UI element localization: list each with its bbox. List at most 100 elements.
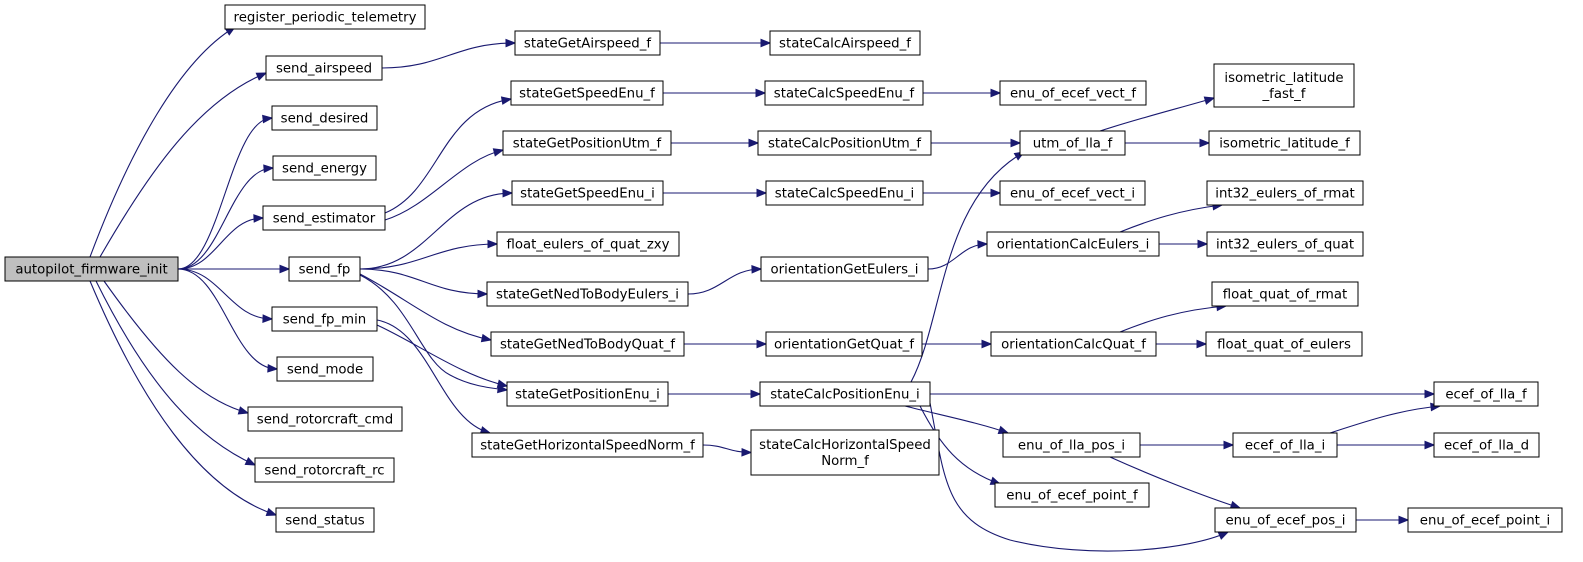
node-box [750,429,940,476]
node-label: stateGetNedToBodyQuat_f [500,338,675,353]
function-node-ecef_of_lla_i[interactable]: ecef_of_lla_i [1232,432,1338,458]
function-node-autopilot_firmware_init[interactable]: autopilot_firmware_init [4,256,179,282]
call-edge-send_fp-to-float_eulers_of_quat_zxy [359,243,498,270]
function-node-int32_eulers_of_quat[interactable]: int32_eulers_of_quat [1206,231,1364,257]
arrowhead-send_fp_min-to-stateGetPositionEnu_i [496,379,509,388]
function-node-send_energy[interactable]: send_energy [272,155,377,181]
node-label: enu_of_ecef_point_f [1006,489,1138,504]
node-label: send_fp [299,263,351,278]
function-node-send_desired[interactable]: send_desired [271,105,378,131]
function-node-float_quat_of_rmat[interactable]: float_quat_of_rmat [1211,281,1359,307]
function-node-stateCalcSpeedEnu_i[interactable]: stateCalcSpeedEnu_i [765,180,924,206]
function-node-isometric_latitude_fast_f[interactable]: isometric_latitude_fast_f [1213,63,1355,108]
function-node-send_rotorcraft_cmd[interactable]: send_rotorcraft_cmd [247,406,403,432]
node-label: ecef_of_lla_i [1245,439,1325,454]
node-label: stateGetSpeedEnu_i [520,187,655,202]
function-node-enu_of_lla_pos_i[interactable]: enu_of_lla_pos_i [1002,432,1141,458]
function-node-utm_of_lla_f[interactable]: utm_of_lla_f [1019,130,1126,156]
arrowhead-stateCalcPositionEnu_i-to-ecef_of_lla_f [1424,389,1436,399]
node-label: int32_eulers_of_quat [1216,238,1354,253]
function-node-isometric_latitude_f[interactable]: isometric_latitude_f [1208,130,1361,156]
function-node-stateGetAirspeed_f[interactable]: stateGetAirspeed_f [514,30,661,56]
function-node-send_rotorcraft_rc[interactable]: send_rotorcraft_rc [254,457,395,483]
node-box [224,4,426,30]
function-node-send_fp[interactable]: send_fp [288,256,361,282]
arrowhead-ecef_of_lla_i-to-ecef_of_lla_d [1424,440,1436,450]
node-label: stateCalcSpeedEnu_f [774,87,915,102]
node-box [1206,180,1364,206]
call-edge-send_fp-to-stateGetNedToBodyQuat_f [359,273,492,341]
call-edge-send_fp-to-stateGetPositionEnu_i [359,274,508,391]
node-label: stateGetPositionUtm_f [513,137,662,152]
node-box [271,105,378,131]
call-edge-enu_of_lla_pos_i-to-enu_of_ecef_pos_i [1109,456,1241,509]
function-node-stateGetSpeedEnu_i[interactable]: stateGetSpeedEnu_i [511,180,664,206]
node-label: autopilot_firmware_init [15,263,167,278]
call-edge-utm_of_lla_f-to-isometric_latitude_fast_f [1099,97,1215,132]
function-node-stateCalcPositionEnu_i[interactable]: stateCalcPositionEnu_i [759,381,931,407]
function-node-enu_of_ecef_pos_i[interactable]: enu_of_ecef_pos_i [1214,507,1357,533]
function-node-enu_of_ecef_vect_f[interactable]: enu_of_ecef_vect_f [999,80,1147,106]
function-node-register_periodic_telemetry[interactable]: register_periodic_telemetry [224,4,426,30]
node-label: send_fp_min [283,313,366,328]
node-label: stateGetPositionEnu_i [515,388,660,403]
arrowhead-utm_of_lla_f-to-isometric_latitude_f [1199,138,1211,148]
function-node-int32_eulers_of_rmat[interactable]: int32_eulers_of_rmat [1206,180,1364,206]
call-edge-send_estimator-to-stateGetPositionUtm_f [384,149,504,221]
arrowhead-stateGetPositionEnu_i-to-stateCalcPositionEnu_i [750,389,762,399]
function-node-stateGetNedToBodyQuat_f[interactable]: stateGetNedToBodyQuat_f [490,331,685,357]
function-node-stateGetPositionUtm_f[interactable]: stateGetPositionUtm_f [502,130,672,156]
function-node-stateCalcSpeedEnu_f[interactable]: stateCalcSpeedEnu_f [764,80,924,106]
node-label: send_desired [281,112,369,127]
function-node-ecef_of_lla_f[interactable]: ecef_of_lla_f [1433,381,1539,407]
function-node-stateGetPositionEnu_i[interactable]: stateGetPositionEnu_i [506,381,669,407]
function-node-send_airspeed[interactable]: send_airspeed [265,55,383,81]
arrowhead-enu_of_ecef_pos_i-to-enu_of_ecef_point_i [1398,515,1410,525]
call-edge-autopilot_firmware_init-to-send_airspeed [99,72,267,258]
call-edge-autopilot_firmware_init-to-send_estimator [177,217,264,270]
node-box [254,457,395,483]
call-edge-autopilot_firmware_init-to-send_rotorcraft_rc [95,280,256,466]
function-node-orientationGetEulers_i[interactable]: orientationGetEulers_i [760,256,929,282]
call-edge-orientationCalcQuat_f-to-float_quat_of_rmat [1119,305,1227,333]
function-node-stateGetHorizontalSpeedNorm_f[interactable]: stateGetHorizontalSpeedNorm_f [471,432,704,458]
call-edge-send_fp_min-to-stateGetPositionEnu_i [376,324,508,387]
function-node-enu_of_ecef_vect_i[interactable]: enu_of_ecef_vect_i [999,180,1146,206]
function-node-ecef_of_lla_d[interactable]: ecef_of_lla_d [1433,432,1540,458]
node-label: isometric_latitude [1224,71,1343,86]
function-node-float_eulers_of_quat_zxy[interactable]: float_eulers_of_quat_zxy [496,231,680,257]
function-nodes: autopilot_firmware_init register_periodic… [4,4,1563,533]
function-node-orientationGetQuat_f[interactable]: orientationGetQuat_f [765,331,923,357]
function-node-stateGetSpeedEnu_f[interactable]: stateGetSpeedEnu_f [510,80,664,106]
function-node-stateGetNedToBodyEulers_i[interactable]: stateGetNedToBodyEulers_i [486,281,689,307]
call-edge-autopilot_firmware_init-to-register_periodic_telemetry [89,26,236,258]
node-box [1433,381,1539,407]
call-edge-stateCalcPositionEnu_i-to-enu_of_ecef_point_f [919,405,1001,485]
function-node-orientationCalcQuat_f[interactable]: orientationCalcQuat_f [990,331,1157,357]
function-node-enu_of_ecef_point_f[interactable]: enu_of_ecef_point_f [994,482,1150,508]
node-label: ecef_of_lla_d [1444,439,1529,454]
function-node-float_quat_of_eulers[interactable]: float_quat_of_eulers [1205,331,1363,357]
node-box [1214,507,1357,533]
node-label: float_quat_of_rmat [1223,288,1347,303]
function-node-stateCalcPositionUtm_f[interactable]: stateCalcPositionUtm_f [757,130,932,156]
function-node-orientationCalcEulers_i[interactable]: orientationCalcEulers_i [986,231,1160,257]
node-box [271,306,378,332]
node-label: orientationCalcEulers_i [997,238,1150,253]
function-node-enu_of_ecef_point_i[interactable]: enu_of_ecef_point_i [1407,507,1563,533]
node-box [1407,507,1563,533]
arrowhead-autopilot_firmware_init-to-send_energy [263,164,275,174]
function-node-send_status[interactable]: send_status [275,507,375,533]
function-node-send_estimator[interactable]: send_estimator [262,205,386,231]
arrowhead-stateGetSpeedEnu_i-to-stateCalcSpeedEnu_i [756,188,768,198]
node-label: float_eulers_of_quat_zxy [506,238,669,253]
node-box [759,381,931,407]
function-node-send_fp_min[interactable]: send_fp_min [271,306,378,332]
call-edge-stateCalcPositionEnu_i-to-enu_of_ecef_pos_i [929,402,1229,552]
call-edge-send_estimator-to-stateGetSpeedEnu_f [384,98,512,214]
function-node-send_mode[interactable]: send_mode [276,356,374,382]
function-node-stateCalcAirspeed_f[interactable]: stateCalcAirspeed_f [769,30,921,56]
node-label: stateGetAirspeed_f [524,37,651,52]
